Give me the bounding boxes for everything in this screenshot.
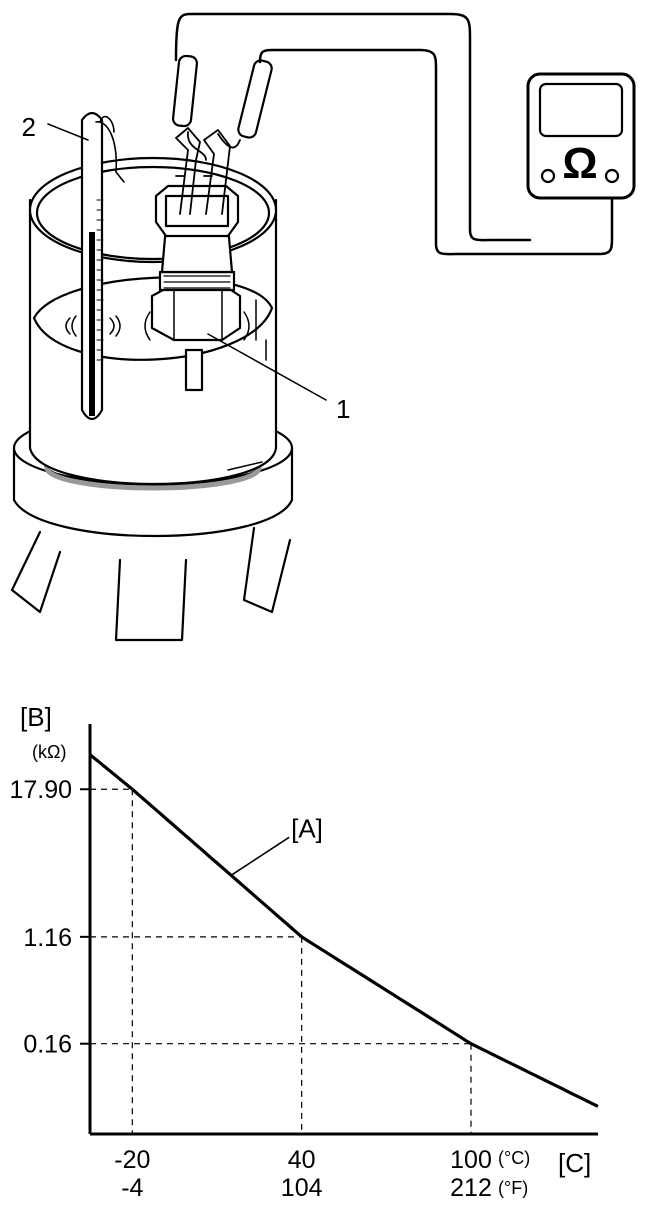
x-axis-unit-fahrenheit: (°F) (498, 1178, 528, 1198)
coolant-temperature-sensor (150, 184, 242, 392)
y-axis-unit: (kΩ) (32, 742, 66, 762)
water-ripple-marks (65, 311, 250, 341)
x-tick-label-fahrenheit: 104 (281, 1174, 323, 1202)
x-tick-label-celsius: -20 (114, 1146, 150, 1174)
y-tick-label: 1.16 (23, 924, 72, 952)
x-axis-unit-celsius: (°C) (498, 1148, 530, 1168)
y-tick-labels: 17.90 1.16 0.16 (9, 776, 72, 1058)
thermometer-scale (96, 199, 104, 361)
callout-2-label: 2 (22, 112, 36, 142)
y-tick-label: 17.90 (9, 776, 72, 804)
probe-leads (171, 12, 614, 256)
x-tick-label-fahrenheit: 212 (450, 1174, 492, 1202)
ohm-symbol: Ω (562, 139, 597, 188)
curve-label-leader (230, 836, 290, 877)
callout-leaders (47, 123, 327, 401)
y-tick-label: 0.16 (23, 1031, 72, 1059)
x-tick-label-celsius: 40 (288, 1146, 316, 1174)
thermometer (80, 111, 125, 421)
x-tick-label-fahrenheit: -4 (121, 1174, 143, 1202)
test-probes (175, 127, 241, 215)
guide-lines (80, 788, 472, 1134)
resistance-curve (88, 753, 599, 1108)
curve-label: [A] (291, 813, 323, 843)
x-axis-label: [C] (558, 1148, 591, 1178)
y-axis-label: [B] (20, 702, 52, 732)
sensor-test-illustration: Ω (10, 12, 636, 642)
ohmmeter (526, 72, 636, 200)
callout-1-label: 1 (336, 394, 350, 424)
x-tick-label-celsius: 100 (450, 1146, 492, 1174)
